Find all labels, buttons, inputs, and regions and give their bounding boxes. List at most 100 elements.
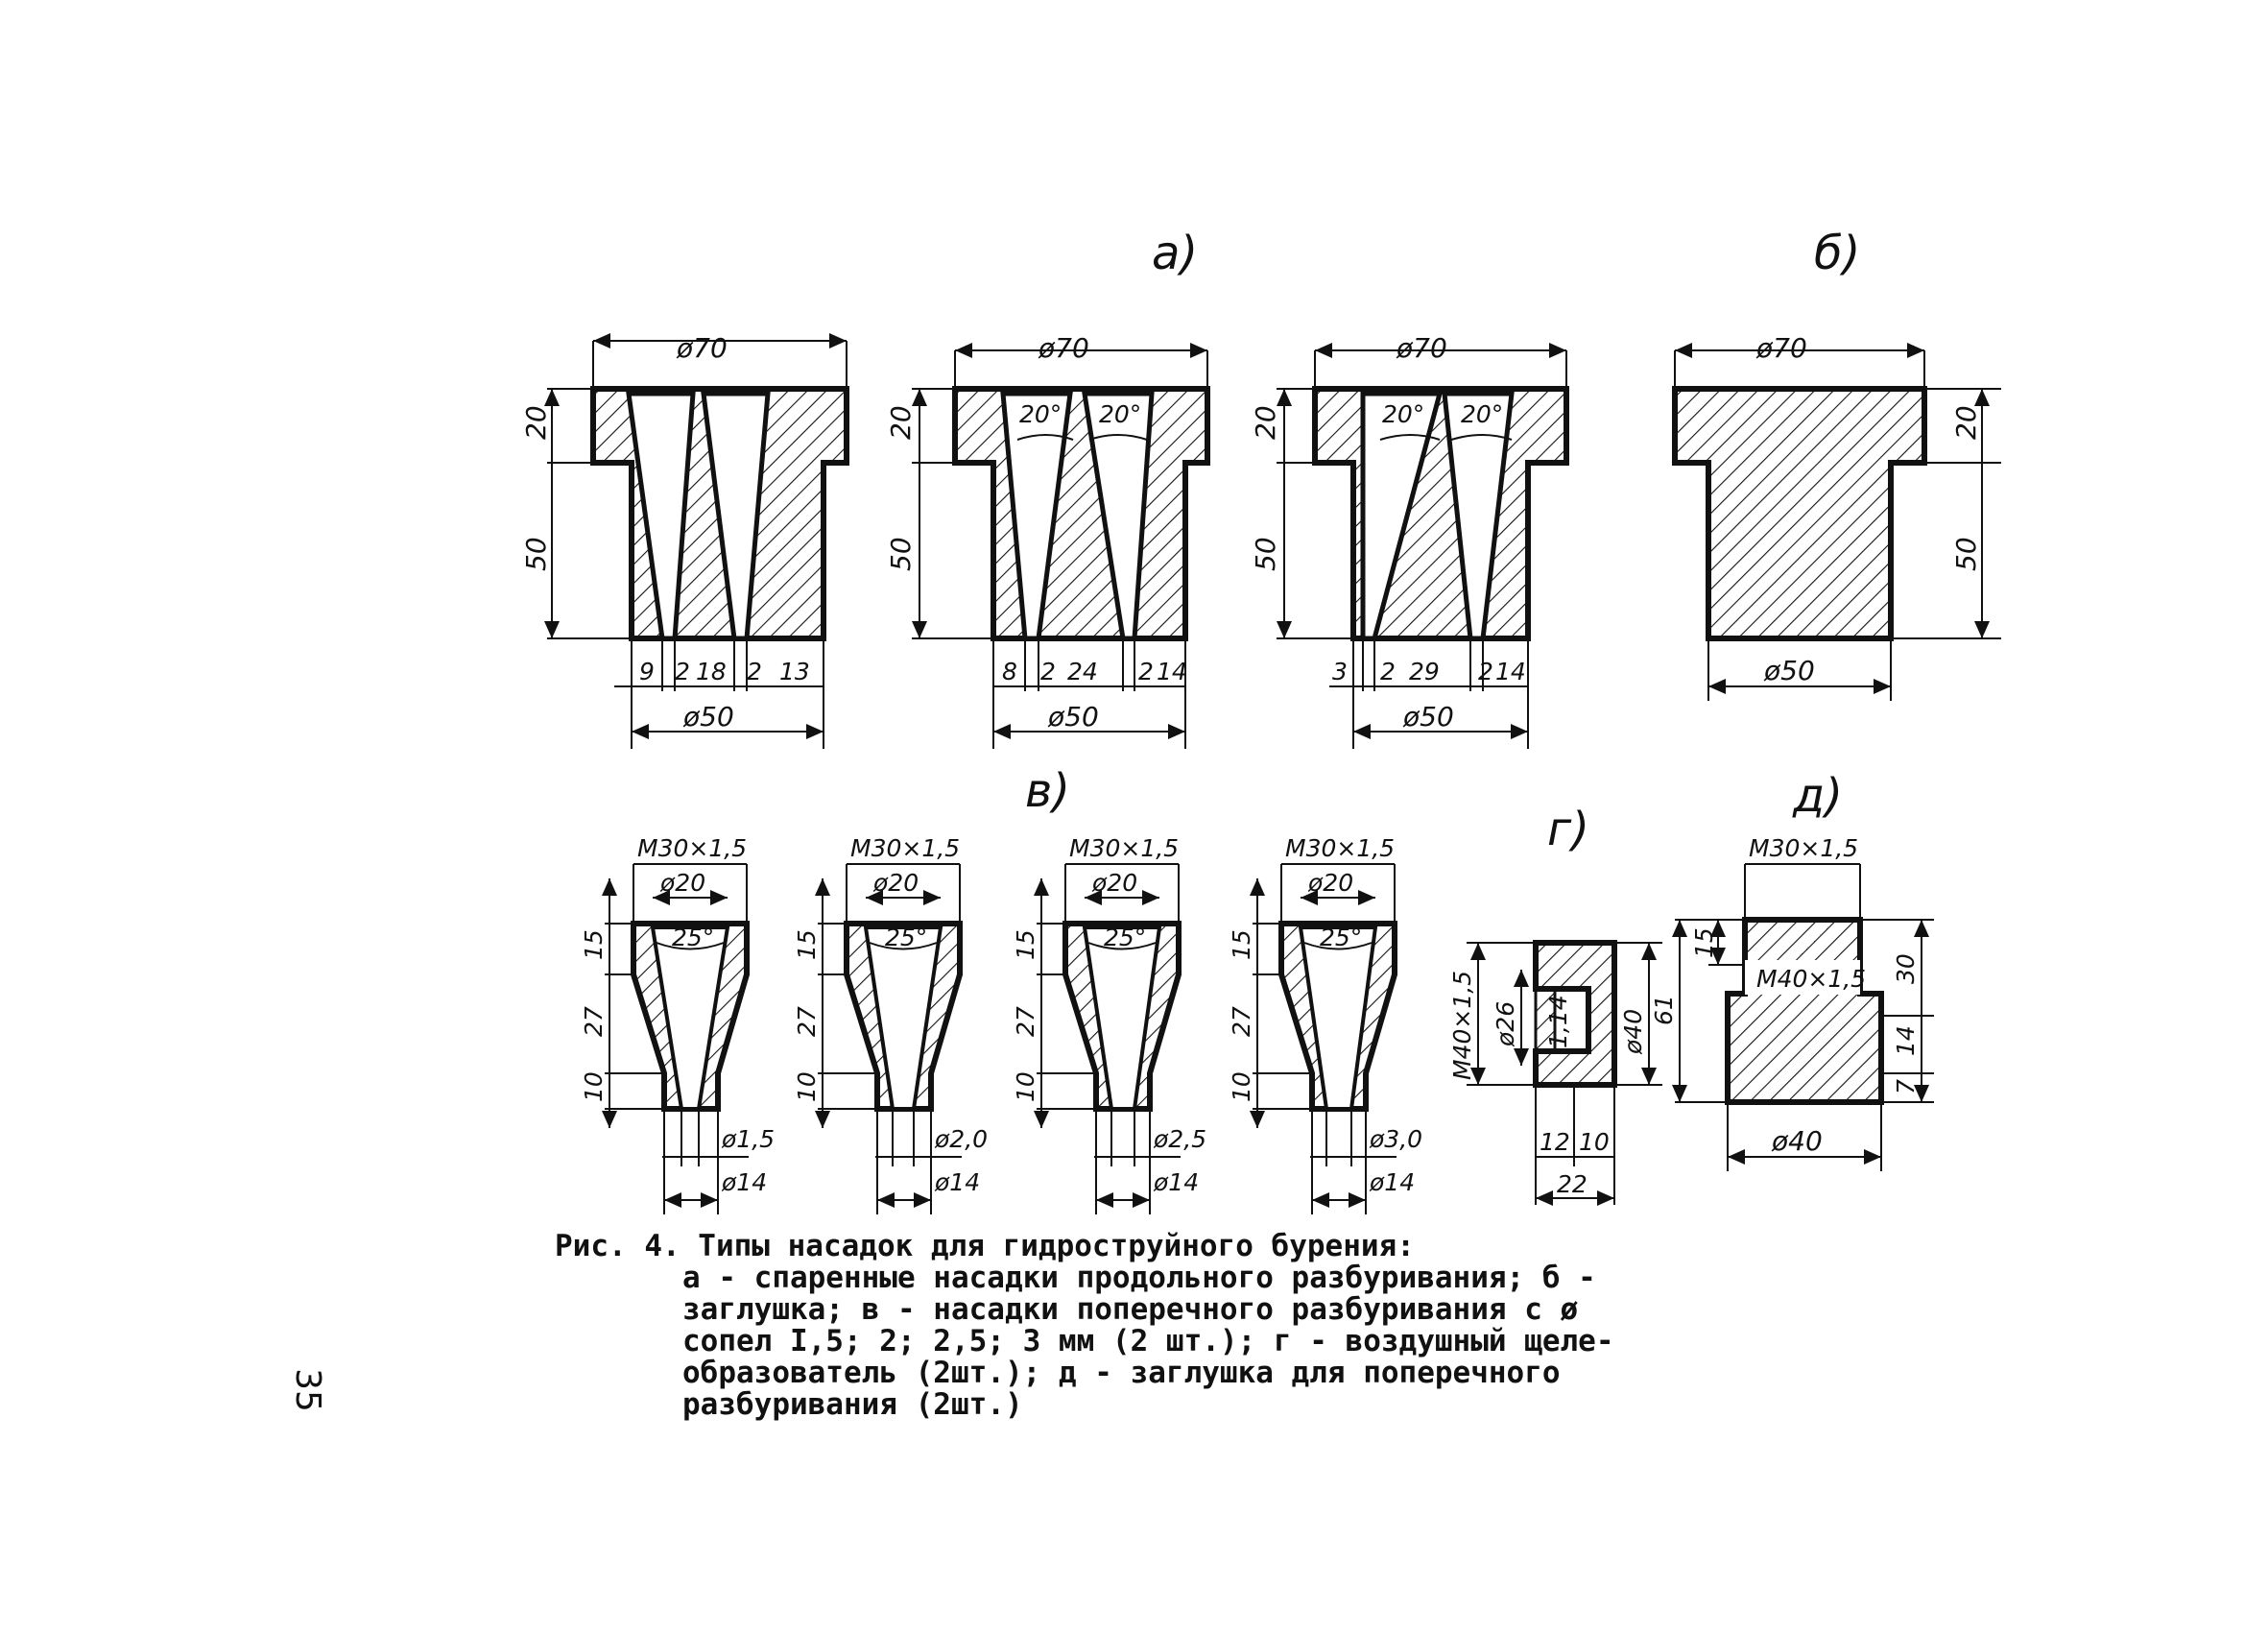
g-total-width: 22 — [1557, 1170, 1588, 1198]
panel-v-nozzle-4: 25° М30×1,5 ø20 15 27 10 ø3,0 ø14 — [1228, 834, 1422, 1214]
a1-height-50: 50 — [520, 537, 552, 571]
a1-dim-0: 9 — [639, 658, 655, 685]
v4-nozzle-diameter: ø3,0 — [1369, 1125, 1422, 1153]
v3-height-27: 27 — [1012, 1006, 1039, 1037]
panel-label-a: а) — [1152, 227, 1198, 280]
a2-dim-0: 8 — [1002, 658, 1017, 685]
a3-dim-2: 29 — [1409, 658, 1440, 685]
v3-outer-bottom: ø14 — [1153, 1168, 1199, 1196]
d-thread-top: М30×1,5 — [1749, 834, 1858, 862]
a1-bottom-diameter: ø50 — [682, 701, 734, 733]
v3-inner-diameter: ø20 — [1091, 869, 1137, 897]
v4-outer-bottom: ø14 — [1369, 1168, 1415, 1196]
v2-angle: 25° — [885, 924, 927, 951]
d-bottom-diameter: ø40 — [1771, 1125, 1823, 1157]
v2-inner-diameter: ø20 — [872, 869, 919, 897]
v2-outer-bottom: ø14 — [934, 1168, 980, 1196]
a2-dim-2: 24 — [1067, 658, 1098, 685]
a2-top-diameter: ø70 — [1038, 332, 1089, 364]
b-height-50: 50 — [1950, 537, 1982, 571]
d-thread-inner: М40×1,5 — [1756, 965, 1866, 993]
g-small-dim: 1,14 — [1544, 995, 1572, 1048]
v2-height-27: 27 — [793, 1006, 821, 1037]
caption-line-4: сопел I,5; 2; 2,5; 3 мм (2 шт.); г - воз… — [682, 1324, 1614, 1358]
panel-d-plug: М30×1,5 М40×1,5 15 61 30 14 7 ø40 — [1650, 834, 1934, 1171]
panel-a-nozzle-2: 20° 20° ø70 20 50 8 2 24 2 14 ø50 — [885, 332, 1210, 749]
v3-height-15: 15 — [1012, 929, 1039, 960]
b-top-diameter: ø70 — [1755, 332, 1807, 364]
g-width-12: 12 — [1540, 1128, 1570, 1156]
v1-outer-bottom: ø14 — [721, 1168, 767, 1196]
caption-line-6: разбуривания (2шт.) — [682, 1387, 1023, 1422]
d-height-7: 7 — [1892, 1079, 1920, 1094]
panel-label-d: д) — [1792, 769, 1843, 823]
a1-dim-4: 13 — [779, 658, 810, 685]
caption-line-1: Рис. 4. Типы насадок для гидроструйного … — [555, 1229, 1415, 1263]
v3-angle: 25° — [1104, 924, 1146, 951]
d-height-15: 15 — [1690, 927, 1718, 958]
v1-height-27: 27 — [580, 1006, 608, 1037]
a1-height-20: 20 — [520, 405, 552, 440]
v4-height-27: 27 — [1228, 1006, 1255, 1037]
a3-top-diameter: ø70 — [1396, 332, 1447, 364]
v3-thread: М30×1,5 — [1069, 834, 1179, 862]
panel-v-nozzle-2: 25° М30×1,5 ø20 15 27 10 ø2,0 ø14 — [793, 834, 988, 1214]
v3-height-10: 10 — [1012, 1071, 1039, 1102]
a2-bottom-diameter: ø50 — [1047, 701, 1099, 733]
figure-caption: Рис. 4. Типы насадок для гидроструйного … — [555, 1231, 1707, 1421]
v2-thread: М30×1,5 — [850, 834, 960, 862]
panel-label-g: г) — [1547, 803, 1589, 856]
a3-dim-4: 14 — [1495, 658, 1526, 685]
g-thread: М40×1,5 — [1448, 971, 1476, 1080]
a3-dim-3: 2 — [1478, 658, 1493, 685]
g-width-10: 10 — [1579, 1128, 1610, 1156]
v1-height-10: 10 — [580, 1071, 608, 1102]
a2-angle-1: 20° — [1019, 400, 1062, 428]
a3-height-20: 20 — [1250, 405, 1281, 440]
a3-bottom-diameter: ø50 — [1402, 701, 1454, 733]
panel-label-b: б) — [1814, 227, 1860, 280]
caption-line-2: а - спаренные насадки продольного разбур… — [682, 1261, 1596, 1295]
v1-inner-diameter: ø20 — [659, 869, 705, 897]
a1-dim-3: 2 — [747, 658, 762, 685]
a2-dim-4: 14 — [1157, 658, 1187, 685]
d-height-30: 30 — [1892, 953, 1920, 984]
a2-dim-3: 2 — [1138, 658, 1154, 685]
a2-dim-1: 2 — [1040, 658, 1056, 685]
v2-height-15: 15 — [793, 929, 821, 960]
v4-height-10: 10 — [1228, 1071, 1255, 1102]
v2-nozzle-diameter: ø2,0 — [934, 1125, 988, 1153]
panel-a-nozzle-3: 20° 20° ø70 20 50 3 2 29 2 14 ø50 — [1250, 332, 1569, 749]
v3-nozzle-diameter: ø2,5 — [1153, 1125, 1206, 1153]
a2-height-50: 50 — [885, 537, 917, 571]
a2-angle-2: 20° — [1099, 400, 1141, 428]
g-outer-diameter: ø40 — [1619, 1009, 1647, 1055]
b-height-20: 20 — [1950, 405, 1982, 440]
v4-height-15: 15 — [1228, 929, 1255, 960]
panel-a-nozzle-1: ø70 20 50 9 2 18 2 13 ø50 — [520, 332, 849, 749]
v2-height-10: 10 — [793, 1071, 821, 1102]
caption-line-3: заглушка; в - насадки поперечного разбур… — [682, 1292, 1579, 1327]
caption-line-5: образователь (2шт.); д - заглушка для по… — [682, 1356, 1561, 1390]
v1-height-15: 15 — [580, 929, 608, 960]
page-number: 35 — [288, 1368, 327, 1412]
v4-inner-diameter: ø20 — [1307, 869, 1353, 897]
d-total-height: 61 — [1650, 995, 1678, 1025]
a3-angle-2: 20° — [1461, 400, 1503, 428]
v4-angle: 25° — [1320, 924, 1362, 951]
b-bottom-diameter: ø50 — [1763, 655, 1815, 686]
a3-dim-1: 2 — [1380, 658, 1396, 685]
panel-b-plug: ø70 20 50 ø50 — [1672, 332, 2001, 701]
a3-height-50: 50 — [1250, 537, 1281, 571]
a1-dim-2: 18 — [696, 658, 727, 685]
a3-angle-1: 20° — [1382, 400, 1424, 428]
panel-v-nozzle-3: 25° М30×1,5 ø20 15 27 10 ø2,5 ø14 — [1012, 834, 1206, 1214]
a2-height-20: 20 — [885, 405, 917, 440]
panel-label-v: в) — [1025, 764, 1070, 818]
panel-g-slot-former: М40×1,5 ø26 1,14 ø40 12 10 22 — [1448, 940, 1662, 1206]
v1-nozzle-diameter: ø1,5 — [721, 1125, 775, 1153]
a1-top-diameter: ø70 — [676, 332, 728, 364]
a3-dim-0: 3 — [1332, 658, 1348, 685]
v4-thread: М30×1,5 — [1285, 834, 1395, 862]
